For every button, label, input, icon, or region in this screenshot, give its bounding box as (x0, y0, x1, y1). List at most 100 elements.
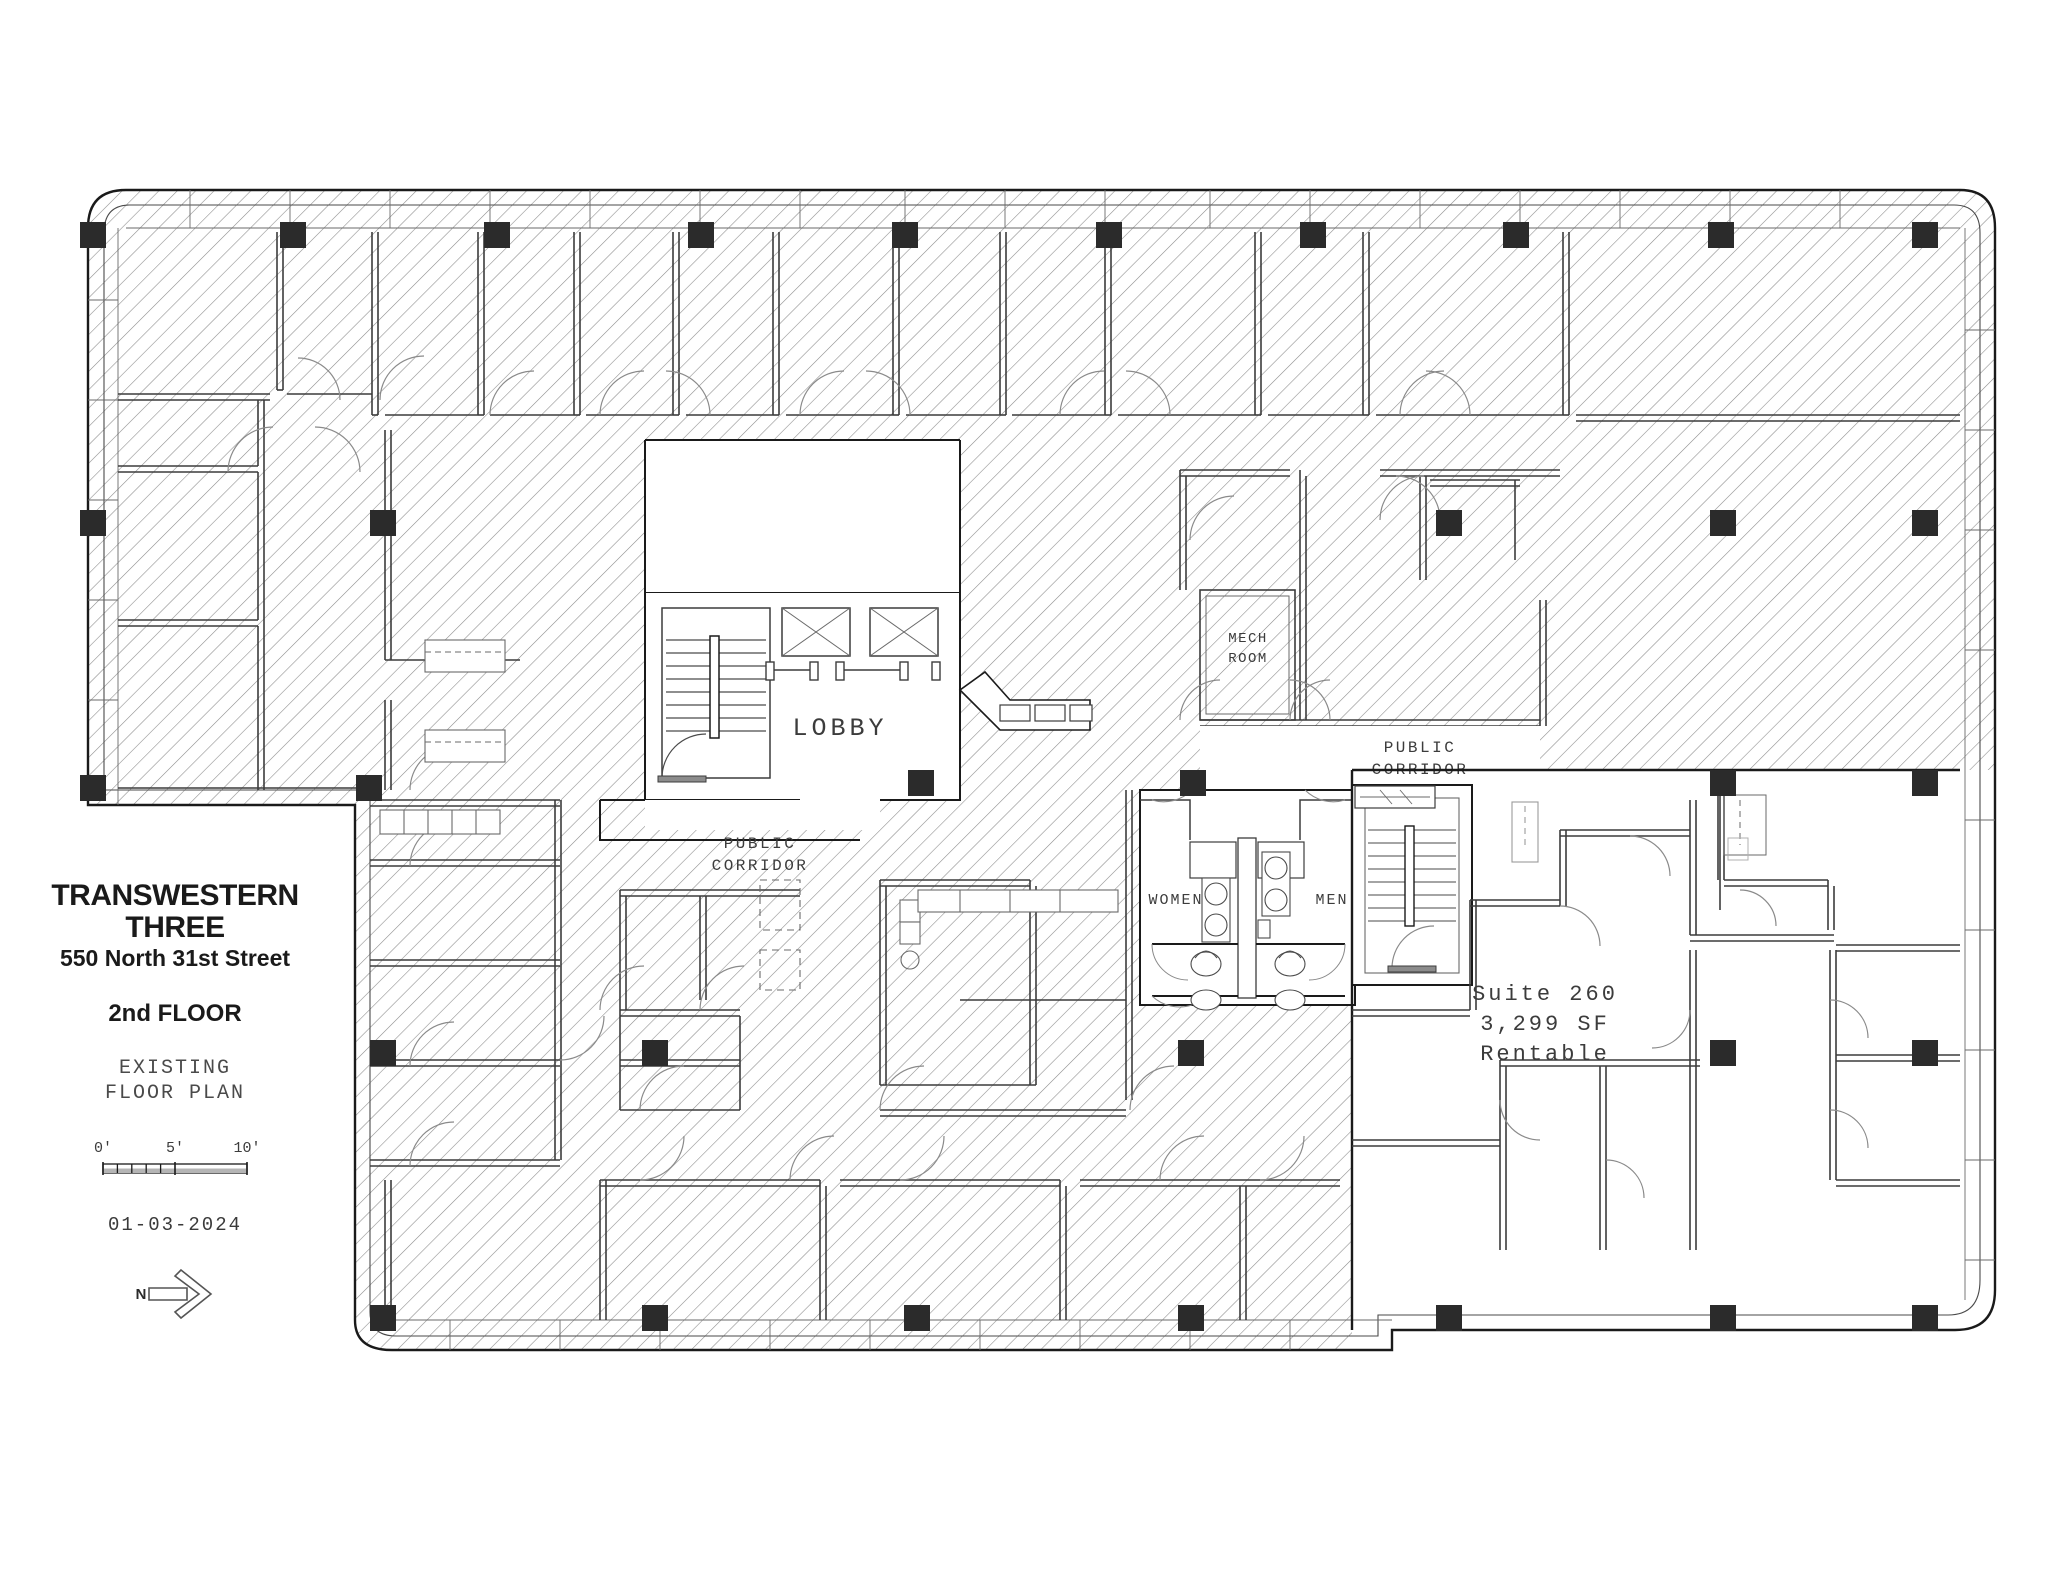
north-arrow: N (0, 1262, 350, 1326)
title-block: TRANSWESTERN THREE 550 North 31st Street… (0, 880, 350, 1326)
column (1710, 1040, 1736, 1066)
scale-label-10: 10' (233, 1140, 260, 1157)
column (688, 222, 714, 248)
public-corridor-west-label-line2: CORRIDOR (712, 857, 809, 875)
stair-west-handrail (709, 635, 720, 739)
column (1710, 510, 1736, 536)
column (1710, 1305, 1736, 1331)
lobby-label: LOBBY (792, 714, 887, 743)
column (1178, 1305, 1204, 1331)
interior-walls-south (599, 790, 1340, 1320)
women-restroom-label: WOMEN (1148, 892, 1203, 909)
lobby-floor (645, 440, 960, 592)
door-swings-general (227, 355, 1471, 1181)
column (908, 770, 934, 796)
company-name-line1: TRANSWESTERN (51, 879, 299, 912)
building-core (644, 591, 961, 801)
suite-260-area: 3,299 SF (1480, 1012, 1610, 1037)
elevator-bank (765, 607, 941, 681)
column (1503, 222, 1529, 248)
column (1708, 222, 1734, 248)
drawing-type-line2: FLOOR PLAN (104, 1082, 246, 1105)
public-corridor-west-label-line1: PUBLIC (724, 835, 797, 853)
elevator-door-jambs (765, 661, 941, 681)
column (356, 775, 382, 801)
column (642, 1040, 668, 1066)
drawing-date: 01-03-2024 (107, 1214, 243, 1236)
column (1096, 222, 1122, 248)
floor-designation: 2nd FLOOR (108, 1000, 242, 1027)
suite-260-name: Suite 260 (1472, 982, 1618, 1007)
suite-260[interactable]: Suite 260 3,299 SF Rentable (1350, 768, 1960, 1330)
column (80, 510, 106, 536)
interior-walls-northwest (118, 232, 1960, 1320)
restroom-women-stalls (1151, 943, 1238, 1011)
column (1912, 510, 1938, 536)
exterior-mullions-right (1964, 228, 1995, 1300)
scale-label-5: 5' (166, 1140, 184, 1157)
stair-east (1351, 784, 1473, 986)
mech-room-label-line2: ROOM (1228, 651, 1268, 667)
column (370, 1305, 396, 1331)
plumbing-chase (1237, 837, 1257, 999)
column (280, 222, 306, 248)
column (370, 510, 396, 536)
scale-bar: 0' 5' 10' (0, 1136, 350, 1188)
column (80, 222, 106, 248)
mech-room-label-line1: MECH (1228, 631, 1268, 647)
restroom-lavatories (1201, 851, 1291, 943)
scale-bar-graphic: 0' 5' 10' (94, 1140, 261, 1175)
column (1436, 1305, 1462, 1331)
column (80, 775, 106, 801)
north-arrow-letter: N (136, 1285, 147, 1302)
restroom-men-stalls (1256, 943, 1346, 1011)
suite-260-area-qualifier: Rentable (1480, 1042, 1610, 1067)
mech-room-inner (1205, 595, 1290, 715)
suite-260-demising-wall (1350, 768, 1960, 1330)
drawing-type-line1: EXISTING (118, 1057, 231, 1080)
column (904, 1305, 930, 1331)
suite-260-door-swings (1499, 835, 1869, 1199)
stair-west-door-swing (661, 733, 707, 779)
column (1912, 770, 1938, 796)
north-arrow-graphic: N (136, 1268, 213, 1320)
interior-walls-northeast (1179, 469, 1560, 727)
restroom-block: WOMEN MEN (1139, 789, 1356, 1011)
stair-east-door-leaf (1387, 965, 1437, 973)
building-address: 550 North 31st Street (59, 945, 291, 971)
scale-label-0: 0' (94, 1140, 112, 1157)
column (1912, 1305, 1938, 1331)
column (1710, 770, 1736, 796)
building-outline (86, 188, 1997, 1352)
exterior-mullions-top (126, 190, 1960, 229)
column (370, 1040, 396, 1066)
suite-260-partitions (1352, 790, 1960, 1250)
public-corridor-west-walls (599, 799, 860, 841)
column (1178, 1040, 1204, 1066)
restroom-vestibule-walls (1140, 799, 1355, 840)
public-corridor-west-floor (645, 780, 880, 830)
column (642, 1305, 668, 1331)
men-entry-door-swing (1304, 789, 1346, 803)
lobby-east-counters (999, 704, 1093, 722)
structural-columns (80, 222, 1938, 1331)
column (1180, 770, 1206, 796)
exterior-mullions-left (88, 228, 119, 805)
column (1436, 510, 1462, 536)
stair-east-handrail (1404, 825, 1415, 927)
casework-details (379, 639, 1539, 991)
public-corridor-east-label-line1: PUBLIC (1384, 739, 1457, 757)
column (892, 222, 918, 248)
public-corridor-east-floor (1200, 726, 1540, 790)
stair-east-door-swing (1391, 925, 1435, 969)
column (484, 222, 510, 248)
men-restroom-label: MEN (1315, 892, 1348, 909)
exterior-mullions-bottom (370, 1319, 1392, 1350)
column (1300, 222, 1326, 248)
stair-west-door-leaf (657, 775, 707, 783)
company-name-line2: THREE (125, 910, 225, 944)
column (1912, 222, 1938, 248)
column (1912, 1040, 1938, 1066)
